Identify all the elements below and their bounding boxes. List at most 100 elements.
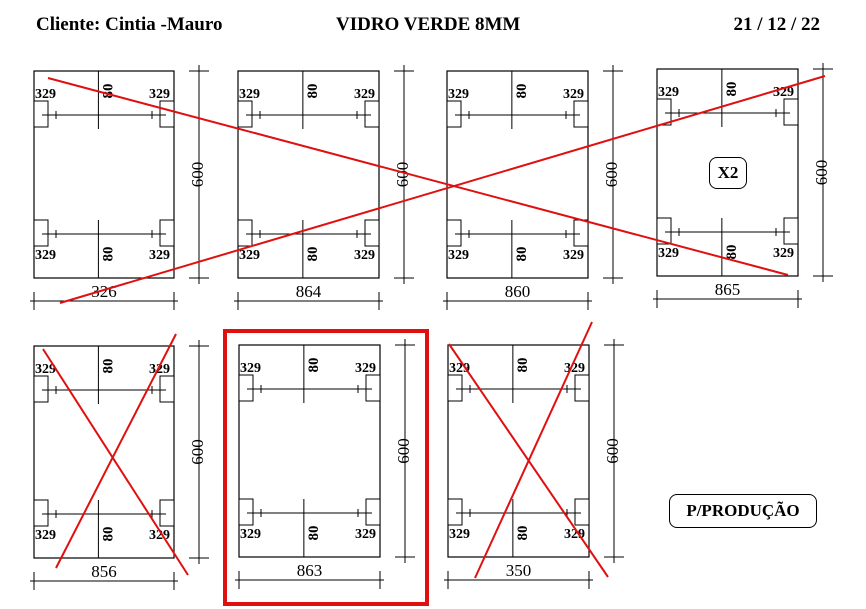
glass-outline <box>447 344 590 558</box>
width-label: 856 <box>91 562 117 581</box>
hinge-notch <box>573 100 589 128</box>
center-label: 80 <box>305 247 321 262</box>
center-label: 80 <box>100 527 116 542</box>
corner-label: 329 <box>355 527 376 542</box>
hinge-notch <box>364 219 380 247</box>
width-label: 326 <box>91 282 117 301</box>
corner-label: 329 <box>564 527 585 542</box>
corner-label: 329 <box>149 362 170 377</box>
center-label: 80 <box>515 358 531 373</box>
center-label: 80 <box>100 359 116 374</box>
corner-label: 329 <box>448 248 469 263</box>
hinge-notch <box>573 219 589 247</box>
corner-label: 329 <box>35 248 56 263</box>
hinge-notch <box>365 374 381 402</box>
hinge-notch <box>238 374 254 402</box>
corner-label: 329 <box>658 85 679 100</box>
corner-label: 329 <box>563 248 584 263</box>
height-label: 600 <box>812 160 831 186</box>
corner-label: 329 <box>35 362 56 377</box>
hinge-notch <box>446 219 462 247</box>
hinge-notch <box>159 219 175 247</box>
cancel-cross-line <box>55 333 177 569</box>
corner-label: 329 <box>35 528 56 543</box>
center-label: 80 <box>305 84 321 99</box>
glass-outline <box>33 345 175 559</box>
client-name: Cliente: Cintia -Mauro <box>36 14 223 35</box>
center-label: 80 <box>306 526 322 541</box>
hinge-notch <box>365 498 381 526</box>
width-label: 860 <box>505 282 531 301</box>
corner-label: 329 <box>149 248 170 263</box>
width-label: 350 <box>506 561 532 580</box>
hinge-notch <box>783 98 799 126</box>
corner-label: 329 <box>564 361 585 376</box>
hinge-notch <box>33 219 49 247</box>
height-label: 600 <box>188 439 207 465</box>
corner-label: 329 <box>355 361 376 376</box>
cancel-cross-line <box>42 348 189 576</box>
height-label: 600 <box>394 438 413 464</box>
glass-outline <box>656 68 799 277</box>
production-badge: P/PRODUÇÃO <box>669 494 817 528</box>
corner-label: 329 <box>240 527 261 542</box>
center-label: 80 <box>514 84 530 99</box>
panel-4: 329 329 329 329 80 80 600 865 <box>653 63 833 308</box>
hinge-notch <box>33 375 49 403</box>
hinge-notch <box>237 100 253 128</box>
center-label: 80 <box>100 247 116 262</box>
glass-type-title: VIDRO VERDE 8MM <box>336 14 521 35</box>
hinge-notch <box>33 499 49 527</box>
center-label: 80 <box>515 526 531 541</box>
corner-label: 329 <box>354 87 375 102</box>
hinge-notch <box>159 499 175 527</box>
glass-outline <box>33 70 175 279</box>
hinge-notch <box>447 374 463 402</box>
selected-panel-highlight <box>223 329 429 606</box>
corner-label: 329 <box>149 87 170 102</box>
hinge-notch <box>159 100 175 128</box>
center-label: 80 <box>306 358 322 373</box>
hinge-notch <box>238 498 254 526</box>
height-label: 600 <box>602 162 621 188</box>
cancel-cross-line <box>47 77 789 276</box>
center-label: 80 <box>724 245 740 260</box>
glass-outline <box>446 70 589 279</box>
hinge-notch <box>656 98 672 126</box>
corner-label: 329 <box>449 361 470 376</box>
width-label: 864 <box>296 282 322 301</box>
center-label: 80 <box>724 82 740 97</box>
width-label: 865 <box>715 280 741 299</box>
corner-label: 329 <box>658 246 679 261</box>
corner-label: 329 <box>354 248 375 263</box>
hinge-notch <box>783 217 799 245</box>
glass-outline <box>237 70 380 279</box>
corner-label: 329 <box>35 87 56 102</box>
glass-outline <box>238 344 381 558</box>
hinge-notch <box>446 100 462 128</box>
corner-label: 329 <box>449 527 470 542</box>
hinge-notch <box>574 498 590 526</box>
width-label: 863 <box>297 561 323 580</box>
corner-label: 329 <box>239 87 260 102</box>
corner-label: 329 <box>239 248 260 263</box>
cancel-cross-line <box>59 75 826 304</box>
quantity-badge: X2 <box>709 157 747 189</box>
corner-label: 329 <box>773 85 794 100</box>
hinge-notch <box>33 100 49 128</box>
height-label: 600 <box>188 162 207 188</box>
center-label: 80 <box>514 247 530 262</box>
hinge-notch <box>364 100 380 128</box>
hinge-notch <box>237 219 253 247</box>
corner-label: 329 <box>448 87 469 102</box>
corner-label: 329 <box>773 246 794 261</box>
hinge-notch <box>159 375 175 403</box>
cancel-cross-line <box>474 321 593 579</box>
